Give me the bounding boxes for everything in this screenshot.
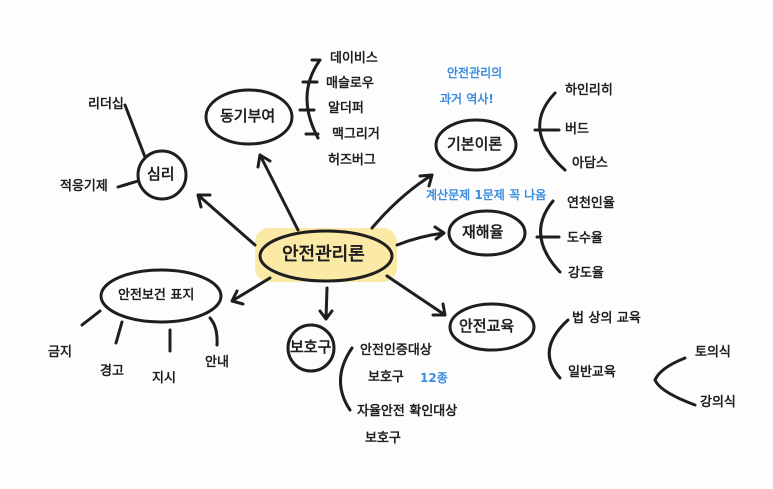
safety-sign-item: 경고 <box>100 364 124 379</box>
motivation-item: 데이비스 <box>330 51 378 66</box>
safety-sign-item: 지시 <box>152 371 176 386</box>
basic-theory-item: 하인리히 <box>565 83 613 98</box>
safety-sign-item: 안내 <box>205 355 229 370</box>
safety-education-item: 법 상의 교육 <box>572 311 641 326</box>
protective-gear-item: 보호구 <box>368 370 404 385</box>
safety-sign-item: 금지 <box>48 345 72 360</box>
psychology-item: 적응기제 <box>60 179 108 194</box>
protective-gear-item: 안전인증대상 <box>360 343 432 358</box>
center-topic: 안전관리론 <box>282 244 365 265</box>
accident-rate-note: 계산문제 1문제 꼭 나옴 <box>426 188 547 202</box>
node-safety-education: 안전교육 <box>459 317 515 335</box>
psychology-item: 리더십 <box>88 97 124 112</box>
motivation-item: 허즈버그 <box>328 153 376 168</box>
protective-gear-item: 자율안전 확인대상 <box>357 404 458 419</box>
accident-rate-item: 연천인율 <box>567 196 615 211</box>
motivation-item: 매슬로우 <box>326 76 374 91</box>
node-motivation: 동기부여 <box>220 107 276 125</box>
node-protective-gear: 보호구 <box>290 338 332 356</box>
node-safety-signs: 안전보건 표지 <box>118 288 195 303</box>
basic-theory-note: 과거 역사! <box>440 92 494 106</box>
protective-gear-note: 12종 <box>420 371 448 385</box>
node-basic-theory: 기본이론 <box>447 135 503 153</box>
node-accident-rate: 재해율 <box>462 223 504 241</box>
accident-rate-item: 도수율 <box>567 231 603 246</box>
general-education-item: 토의식 <box>695 345 731 360</box>
general-education-item: 강의식 <box>700 395 736 410</box>
basic-theory-note: 안전관리의 <box>447 66 503 80</box>
safety-education-item: 일반교육 <box>568 365 616 380</box>
basic-theory-item: 버드 <box>565 122 589 137</box>
motivation-item: 알더퍼 <box>328 101 364 116</box>
basic-theory-item: 아담스 <box>572 156 608 171</box>
motivation-item: 맥그리거 <box>332 127 380 142</box>
accident-rate-item: 강도율 <box>568 266 604 281</box>
protective-gear-item: 보호구 <box>365 431 401 446</box>
node-psychology: 심리 <box>147 165 175 183</box>
